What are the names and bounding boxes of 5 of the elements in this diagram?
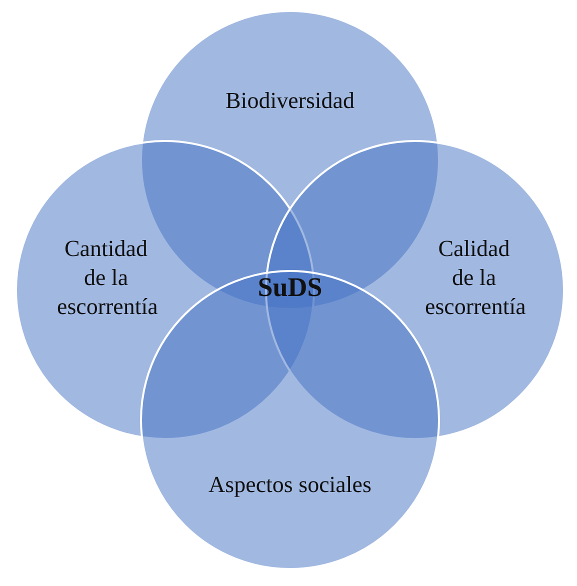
center-label: SuDS bbox=[256, 272, 324, 303]
circle-label: Biodiversidad bbox=[224, 87, 356, 115]
circle-label: Aspectos sociales bbox=[208, 471, 372, 499]
circle-label: Calidad de la escorrentía bbox=[425, 235, 523, 321]
circle-label: Cantidad de la escorrentía bbox=[57, 235, 155, 321]
